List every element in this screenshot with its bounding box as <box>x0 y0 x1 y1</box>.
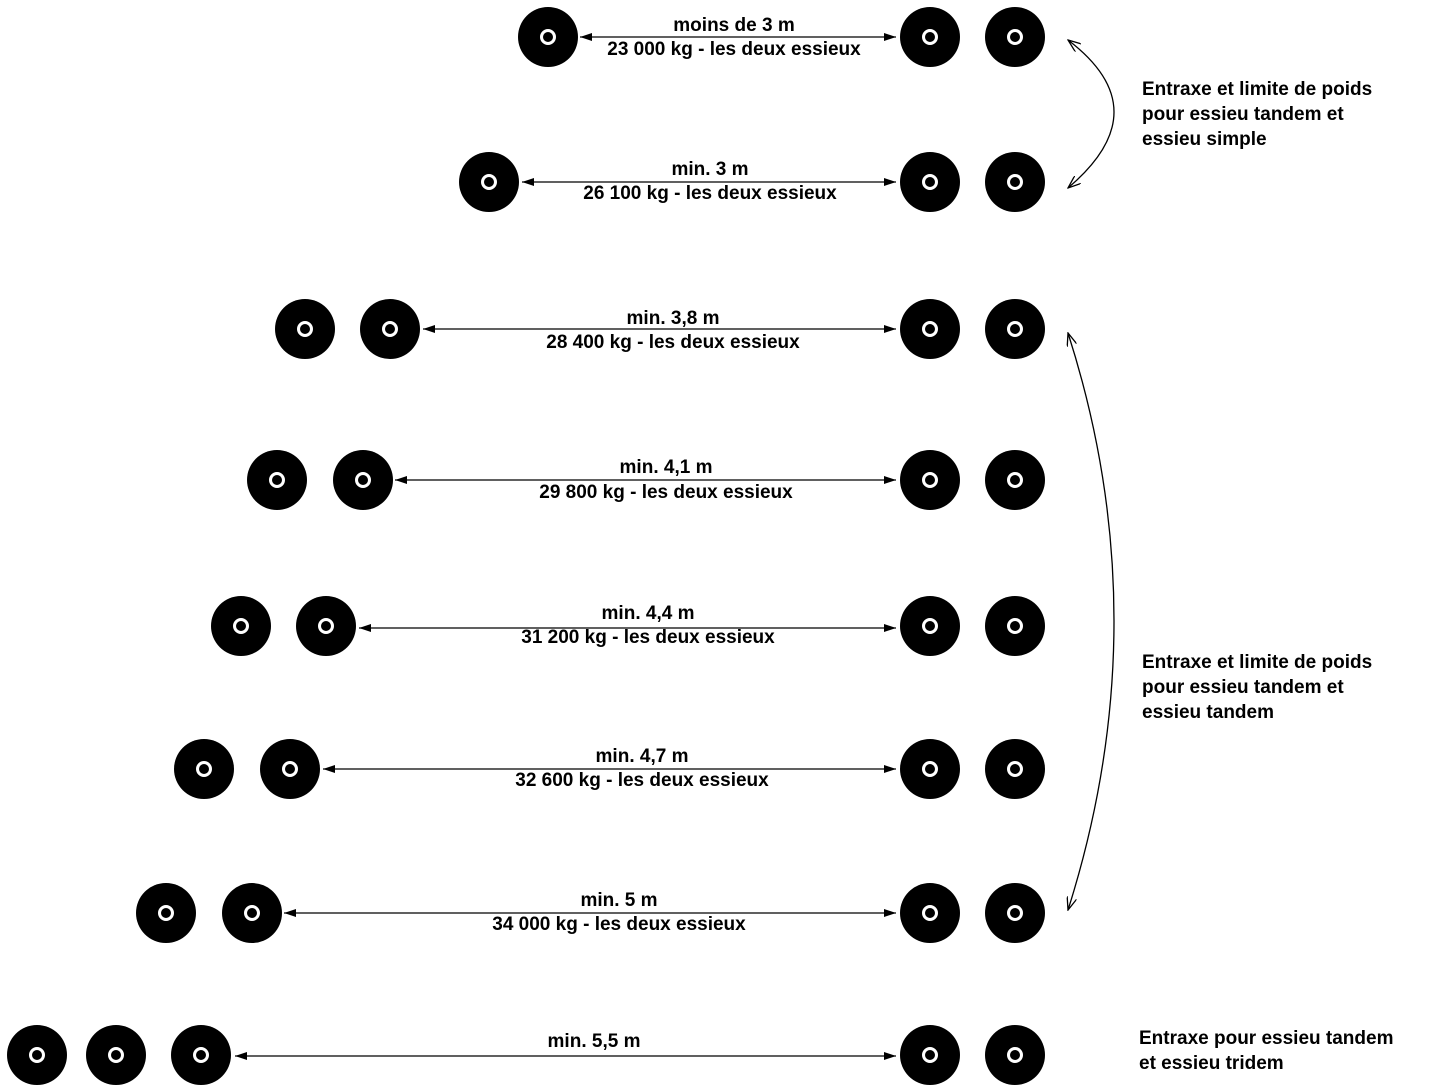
wheel-icon <box>900 7 960 67</box>
note-line: Entraxe et limite de poids <box>1142 652 1373 673</box>
weight-label: 34 000 kg - les deux essieux <box>492 914 746 935</box>
note-line: essieu tandem <box>1142 702 1274 723</box>
spacing-label: min. 5 m <box>580 890 658 911</box>
group-note-2: Entraxe et limite de poids pour essieu t… <box>1142 650 1372 725</box>
wheel-icon <box>296 596 356 656</box>
group-note-3: Entraxe pour essieu tandem et essieu tri… <box>1139 1026 1393 1076</box>
spacing-label: min. 4,4 m <box>601 603 695 624</box>
wheel-icon <box>985 739 1045 799</box>
wheel-icon <box>86 1025 146 1085</box>
wheel-icon <box>985 883 1045 943</box>
wheel-icon <box>136 883 196 943</box>
wheel-icon <box>222 883 282 943</box>
weight-label: 23 000 kg - les deux essieux <box>607 39 861 60</box>
wheel-icon <box>985 1025 1045 1085</box>
wheel-icon <box>900 1025 960 1085</box>
note-line: Entraxe et limite de poids <box>1142 79 1373 100</box>
weight-label: 28 400 kg - les deux essieux <box>546 332 800 353</box>
group-bracket-1 <box>1068 40 1115 188</box>
wheel-icon <box>900 739 960 799</box>
wheel-icon <box>900 299 960 359</box>
spacing-label: moins de 3 m <box>673 15 795 36</box>
wheel-icon <box>174 739 234 799</box>
wheel-icon <box>985 299 1045 359</box>
wheel-icon <box>985 7 1045 67</box>
wheel-icon <box>360 299 420 359</box>
wheel-icon <box>900 450 960 510</box>
wheel-icon <box>518 7 578 67</box>
wheel-icon <box>900 883 960 943</box>
weight-label: 32 600 kg - les deux essieux <box>515 770 769 791</box>
spacing-label: min. 5,5 m <box>547 1031 641 1052</box>
wheel-icon <box>985 450 1045 510</box>
group-note-1: Entraxe et limite de poids pour essieu t… <box>1142 77 1372 152</box>
note-line: et essieu tridem <box>1139 1053 1284 1074</box>
group-bracket-2 <box>1068 333 1115 910</box>
wheel-icon <box>900 152 960 212</box>
spacing-label: min. 3,8 m <box>626 308 720 329</box>
spacing-label: min. 4,1 m <box>619 457 713 478</box>
weight-label: 31 200 kg - les deux essieux <box>521 627 775 648</box>
wheel-icon <box>275 299 335 359</box>
wheel-icon <box>985 596 1045 656</box>
spacing-label: min. 3 m <box>671 159 749 180</box>
wheel-icon <box>247 450 307 510</box>
note-line: pour essieu tandem et <box>1142 677 1344 698</box>
wheel-icon <box>211 596 271 656</box>
note-line: Entraxe pour essieu tandem <box>1139 1028 1394 1049</box>
note-line: essieu simple <box>1142 129 1267 150</box>
wheel-icon <box>333 450 393 510</box>
wheel-icon <box>260 739 320 799</box>
wheel-icon <box>985 152 1045 212</box>
wheel-icon <box>171 1025 231 1085</box>
weight-label: 29 800 kg - les deux essieux <box>539 482 793 503</box>
wheel-icon <box>7 1025 67 1085</box>
weight-label: 26 100 kg - les deux essieux <box>583 183 837 204</box>
wheel-icon <box>900 596 960 656</box>
spacing-label: min. 4,7 m <box>595 746 689 767</box>
note-line: pour essieu tandem et <box>1142 104 1344 125</box>
wheel-icon <box>459 152 519 212</box>
